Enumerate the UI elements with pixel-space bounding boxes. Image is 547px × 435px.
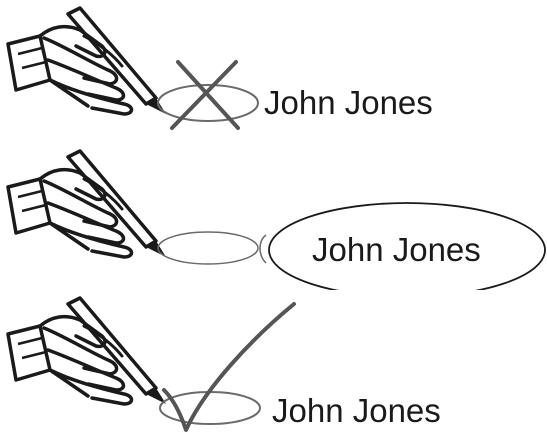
row-cross-mark: John Jones	[0, 0, 547, 145]
row-circled-name: John Jones	[0, 145, 547, 290]
row-cross-graphics	[0, 0, 547, 145]
hand-holding-pen-icon	[8, 8, 166, 114]
hand-holding-pen-icon	[8, 151, 166, 257]
row-check-mark: John Jones	[0, 290, 547, 435]
candidate-name: John Jones	[312, 233, 481, 266]
candidate-name: John Jones	[272, 394, 441, 427]
cross-mark-icon	[172, 62, 238, 128]
hand-holding-pen-icon	[8, 298, 166, 404]
row-circled-graphics	[0, 145, 547, 290]
candidate-name: John Jones	[264, 86, 433, 119]
ballot-oval-icon	[158, 232, 258, 264]
oval-edge-stroke	[260, 235, 266, 263]
